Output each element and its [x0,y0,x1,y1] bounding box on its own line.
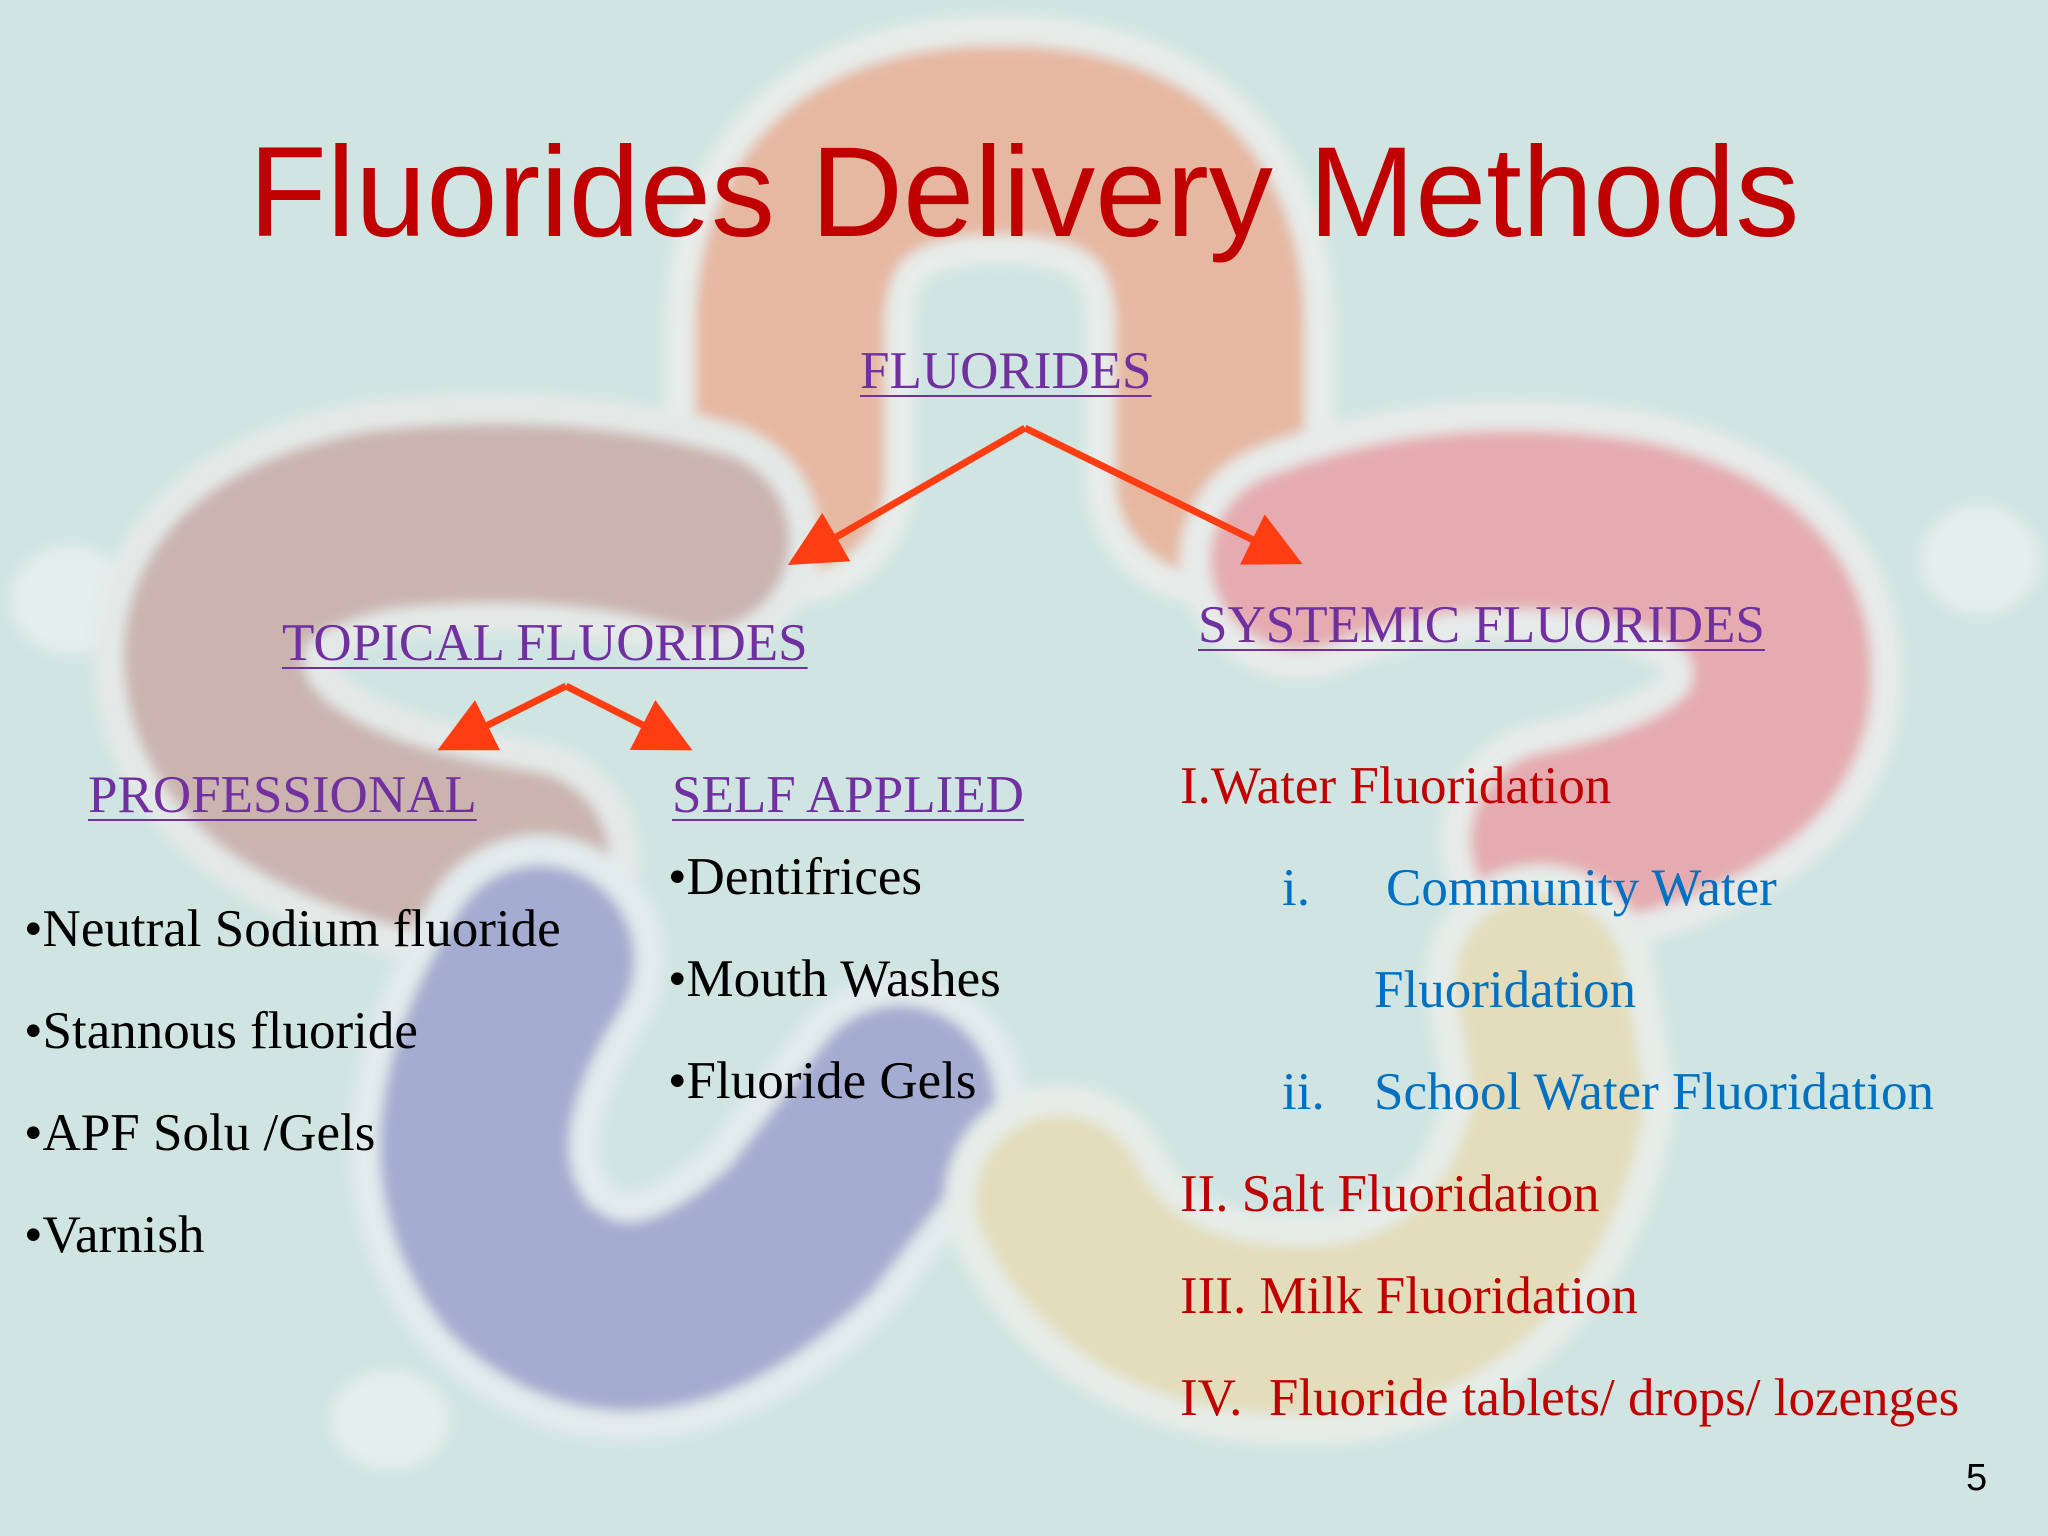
arrow-to-self-applied [564,682,693,751]
self-applied-item-mouth-washes: •Mouth Washes [668,950,1001,1008]
systemic-item-water: I.Water Fluoridation [1180,757,1612,815]
systemic-item-milk: III. Milk Fluoridation [1180,1267,1638,1325]
systemic-subitem-community: Community Water [1386,859,1777,917]
arrow-to-systemic [1023,424,1303,565]
systemic-subitem-school: School Water Fluoridation [1374,1063,1935,1121]
root-node-fluorides: FLUORIDES [860,342,1152,400]
professional-item-varnish: •Varnish [24,1206,205,1264]
professional-item-stannous: •Stannous fluoride [24,1002,418,1060]
page-number: 5 [1966,1457,1988,1499]
topical-fluorides-heading: TOPICAL FLUORIDES [282,614,808,672]
self-applied-heading: SELF APPLIED [672,766,1024,824]
slide-title: Fluorides Delivery Methods [248,121,1800,264]
self-applied-item-dentifrices: •Dentifrices [668,848,923,906]
systemic-subitem-school-number: ii. [1282,1063,1325,1121]
systemic-subitem-community-number: i. [1282,859,1310,917]
professional-item-neutral-sodium: •Neutral Sodium fluoride [24,900,561,958]
systemic-fluorides-heading: SYSTEMIC FLUORIDES [1198,596,1765,654]
arrow-to-professional [437,682,568,751]
professional-heading: PROFESSIONAL [88,766,477,824]
professional-item-apf: •APF Solu /Gels [24,1104,376,1162]
systemic-item-salt: II. Salt Fluoridation [1180,1165,1600,1223]
arrow-to-topical [787,424,1027,566]
systemic-item-tablets: IV. Fluoride tablets/ drops/ lozenges [1180,1369,1960,1427]
self-applied-item-fluoride-gels: •Fluoride Gels [668,1052,977,1110]
systemic-subitem-community-cont: Fluoridation [1374,961,1637,1019]
